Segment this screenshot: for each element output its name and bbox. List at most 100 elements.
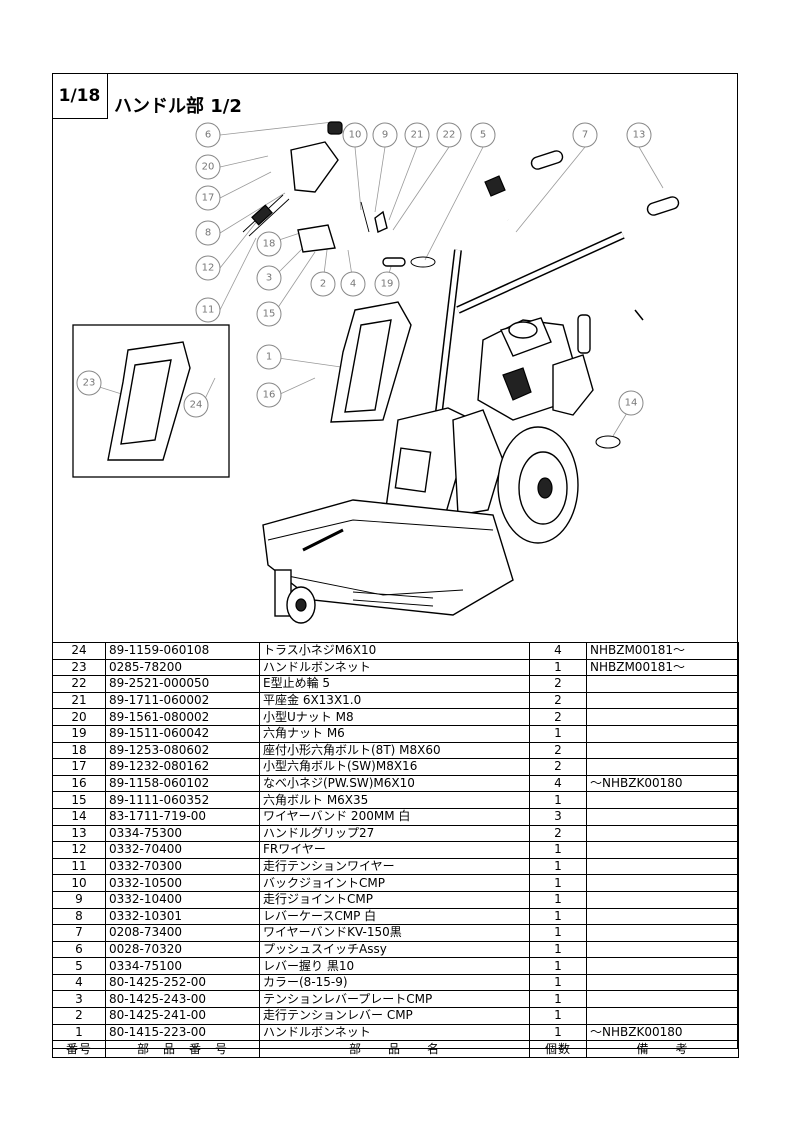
callout-10: 10 — [342, 122, 368, 148]
svg-text:20: 20 — [202, 162, 215, 173]
header-name: 部 品 名 — [259, 1040, 530, 1058]
svg-text:22: 22 — [443, 130, 456, 141]
svg-text:8: 8 — [205, 228, 211, 239]
cell-qty: 1 — [529, 941, 587, 959]
cell-qty: 2 — [529, 742, 587, 760]
cell-part-no: 89-1511-060042 — [105, 725, 260, 743]
cell-no: 9 — [52, 891, 106, 909]
cell-remark — [586, 874, 739, 892]
cell-part-no: 89-1711-060002 — [105, 692, 260, 710]
cell-name: 小型Uナット M8 — [259, 708, 530, 726]
cell-name: 六角ナット M6 — [259, 725, 530, 743]
cell-part-no: 0285-78200 — [105, 659, 260, 677]
cell-part-no: 89-1111-060352 — [105, 791, 260, 809]
cell-qty: 2 — [529, 692, 587, 710]
cell-remark — [586, 791, 739, 809]
cell-name: 座付小形六角ボルト(8T) M8X60 — [259, 742, 530, 760]
cell-remark — [586, 675, 739, 693]
cell-qty: 1 — [529, 1007, 587, 1025]
cell-remark — [586, 891, 739, 909]
callout-16: 16 — [256, 382, 282, 408]
callout-13: 13 — [626, 122, 652, 148]
callout-9: 9 — [372, 122, 398, 148]
cell-qty: 1 — [529, 874, 587, 892]
callout-23: 23 — [76, 370, 102, 396]
cell-remark — [586, 758, 739, 776]
cell-name: ハンドルボンネット — [259, 1024, 530, 1042]
callout-20: 20 — [195, 154, 221, 180]
lever-case-assembly — [242, 121, 436, 268]
callout-12: 12 — [195, 255, 221, 281]
cell-part-no: 0334-75300 — [105, 825, 260, 843]
callout-5: 5 — [470, 122, 496, 148]
svg-text:11: 11 — [202, 305, 215, 316]
svg-text:2: 2 — [320, 279, 326, 290]
callout-15: 15 — [256, 301, 282, 327]
cell-name: 走行テンションレバー CMP — [259, 1007, 530, 1025]
cell-no: 13 — [52, 825, 106, 843]
cell-name: カラー(8-15-9) — [259, 974, 530, 992]
cell-part-no: 89-1253-080602 — [105, 742, 260, 760]
svg-text:19: 19 — [381, 279, 394, 290]
cell-name: なべ小ネジ(PW.SW)M6X10 — [259, 775, 530, 793]
section-title: ハンドル部 1/2 — [114, 96, 242, 117]
cell-part-no: 80-1425-243-00 — [105, 990, 260, 1009]
cell-remark — [586, 858, 739, 876]
cell-remark — [586, 908, 739, 926]
cell-part-no: 0332-10400 — [105, 891, 260, 909]
svg-text:3: 3 — [266, 273, 272, 284]
callout-4: 4 — [340, 271, 366, 297]
cell-no: 23 — [52, 659, 106, 677]
cell-no: 15 — [52, 791, 106, 809]
cell-part-no: 80-1425-252-00 — [105, 974, 260, 992]
cell-no: 11 — [52, 858, 106, 876]
cell-part-no: 89-1232-080162 — [105, 758, 260, 776]
cell-remark — [586, 1007, 739, 1025]
cell-remark — [586, 742, 739, 760]
cell-remark: ～NHBZK00180 — [586, 775, 739, 793]
cell-name: 六角ボルト M6X35 — [259, 791, 530, 809]
table-footer-header: 番号部 品 番 号部 品 名個数備 考 — [52, 1040, 739, 1058]
cell-name: FRワイヤー — [259, 841, 530, 859]
cell-no: 17 — [52, 758, 106, 776]
svg-text:18: 18 — [263, 239, 276, 250]
callout-8: 8 — [195, 220, 221, 246]
cell-no: 18 — [52, 742, 106, 760]
callout-24: 24 — [183, 392, 209, 418]
cell-remark — [586, 941, 739, 959]
cell-part-no: 0332-10301 — [105, 908, 260, 926]
svg-text:4: 4 — [350, 279, 356, 290]
cell-no: 10 — [52, 874, 106, 892]
cell-no: 3 — [52, 990, 106, 1009]
inset-frame — [72, 324, 230, 478]
svg-text:16: 16 — [263, 390, 276, 401]
cell-name: プッシュスイッチAssy — [259, 941, 530, 959]
svg-text:14: 14 — [625, 398, 638, 409]
cell-qty: 1 — [529, 974, 587, 992]
cell-remark — [586, 692, 739, 710]
callout-1: 1 — [256, 344, 282, 370]
cell-no: 21 — [52, 692, 106, 710]
handle-bonnet-1 — [330, 301, 412, 423]
cell-no: 2 — [52, 1007, 106, 1025]
cell-qty: 3 — [529, 808, 587, 826]
cell-remark — [586, 924, 739, 942]
callout-3: 3 — [256, 265, 282, 291]
cell-remark: NHBZM00181～ — [586, 659, 739, 677]
cell-name: レバー握り 黒10 — [259, 957, 530, 975]
cell-no: 7 — [52, 924, 106, 942]
